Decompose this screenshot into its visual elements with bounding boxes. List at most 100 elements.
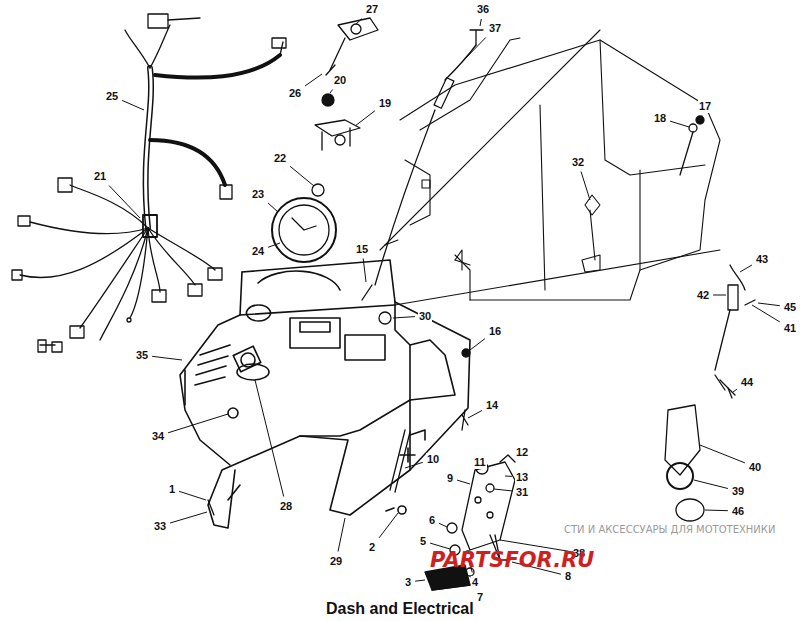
leader-line <box>740 265 752 272</box>
callout-number: 1 <box>168 483 176 496</box>
leader-line <box>670 121 689 127</box>
drawing-stroke <box>680 132 693 175</box>
callout-number: 23 <box>251 188 265 201</box>
drawing-stroke <box>410 430 425 440</box>
leader-line <box>122 100 144 110</box>
leader-line <box>109 186 140 219</box>
callout-number: 33 <box>153 520 167 533</box>
callout-number: 32 <box>571 156 585 169</box>
drawing-stroke <box>300 400 410 470</box>
callout-number: 13 <box>515 471 529 484</box>
drawing-stroke <box>390 430 410 492</box>
leader-line <box>338 518 345 552</box>
drawing-stroke <box>272 38 286 48</box>
drawing-stroke <box>168 18 200 20</box>
drawing-stroke <box>362 285 372 300</box>
leader-line <box>170 512 207 523</box>
drawing-stroke <box>322 94 334 106</box>
leader-line <box>752 305 780 322</box>
drawing-stroke <box>696 116 704 124</box>
callout-number: 37 <box>488 22 502 35</box>
drawing-stroke <box>20 228 148 278</box>
fuel-tank <box>380 30 720 305</box>
callout-number: 12 <box>515 446 529 459</box>
drawing-stroke <box>148 14 168 28</box>
drawing-stroke <box>228 408 238 418</box>
callout-number: 40 <box>748 461 762 474</box>
ignition-switch <box>326 18 378 75</box>
leader-line <box>415 580 425 581</box>
drawing-stroke <box>100 228 148 340</box>
drawing-stroke <box>395 302 455 400</box>
callout-number: 31 <box>515 486 529 499</box>
drawing-stroke <box>208 268 222 280</box>
leader-line <box>480 19 481 26</box>
watermark-logo: PARTSFOR.RU <box>430 550 594 571</box>
callout-number: 6 <box>428 514 436 527</box>
leader-line <box>468 411 482 419</box>
drawing-stroke <box>400 40 720 300</box>
leader-line <box>356 19 362 24</box>
leader-line <box>581 172 590 201</box>
leader-line <box>405 462 423 468</box>
leader-line <box>255 380 284 497</box>
callout-number: 21 <box>93 170 107 183</box>
fasteners <box>208 116 704 515</box>
drawing-stroke <box>12 270 22 280</box>
leader-line <box>179 491 206 500</box>
callout-number: 25 <box>105 90 119 103</box>
drawing-stroke <box>272 198 336 262</box>
drawing-stroke <box>380 30 600 250</box>
callout-number: 43 <box>755 253 769 266</box>
drawing-stroke <box>386 508 394 511</box>
drawing-stroke <box>400 448 415 462</box>
drawing-stroke <box>70 185 148 228</box>
drawing-stroke <box>130 228 148 318</box>
drawing-stroke <box>290 318 340 348</box>
leader-line <box>268 203 278 212</box>
drawing-stroke <box>322 128 350 150</box>
leader-line <box>733 389 737 392</box>
drawing-stroke <box>335 135 345 145</box>
drawing-stroke <box>432 585 470 590</box>
drawing-stroke <box>500 455 515 462</box>
leader-line <box>290 166 314 186</box>
drawing-stroke <box>220 185 232 199</box>
leader-line <box>705 510 728 512</box>
drawing-stroke <box>720 380 735 395</box>
drawing-stroke <box>152 290 166 302</box>
callout-number: 18 <box>653 112 667 125</box>
leader-line <box>305 74 322 86</box>
drawing-stroke <box>379 312 391 324</box>
drawing-stroke <box>146 68 151 228</box>
gauge-bracket <box>312 94 360 196</box>
drawing-stroke <box>146 68 151 228</box>
drawing-stroke <box>18 216 30 226</box>
drawing-stroke <box>240 305 395 315</box>
drawing-stroke <box>58 178 72 192</box>
drawing-stroke <box>582 255 600 272</box>
leader-line <box>457 480 470 484</box>
leader-line <box>430 543 450 549</box>
leader-line <box>700 445 745 463</box>
drawing-stroke <box>375 110 435 285</box>
leader-line <box>694 480 728 489</box>
drawing-stroke <box>300 322 330 332</box>
drawing-stroke <box>195 345 230 385</box>
leader-line <box>393 317 415 318</box>
drawing-stroke <box>445 45 476 80</box>
callout-number: 22 <box>273 152 287 165</box>
drawing-stroke <box>462 349 470 357</box>
drawing-stroke <box>184 370 186 405</box>
drawing-stroke <box>676 499 704 521</box>
drawing-stroke <box>487 512 493 518</box>
drawing-stroke <box>665 405 700 475</box>
drawing-stroke <box>292 218 316 230</box>
leader-line <box>505 476 512 477</box>
drawing-stroke <box>247 305 271 321</box>
callout-number: 44 <box>740 376 754 389</box>
callout-number: 7 <box>476 591 484 604</box>
callout-number: 28 <box>279 500 293 513</box>
callout-number: 8 <box>564 570 572 583</box>
drawing-stroke <box>150 25 170 68</box>
